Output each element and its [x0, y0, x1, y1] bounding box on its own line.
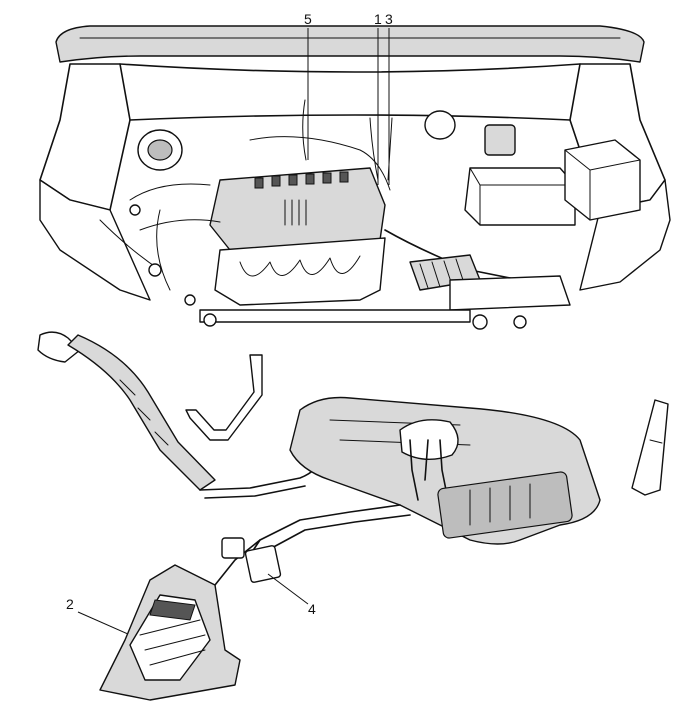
fuel-system	[37, 331, 669, 701]
callout-5: 5	[304, 11, 312, 160]
callout-1: 1	[374, 11, 382, 185]
leader-line-4	[267, 573, 309, 605]
callout-label-2: 2	[66, 596, 74, 612]
engine-bay	[39, 25, 671, 330]
callout-label-1: 1	[374, 11, 382, 27]
leader-line-2	[77, 611, 129, 635]
callout-label-3: 3	[385, 11, 393, 27]
callout-3: 3	[385, 11, 393, 185]
callout-label-4: 4	[308, 601, 316, 617]
callout-4: 4	[267, 573, 316, 617]
callout-label-5: 5	[304, 11, 312, 27]
callout-2: 2	[66, 596, 129, 635]
